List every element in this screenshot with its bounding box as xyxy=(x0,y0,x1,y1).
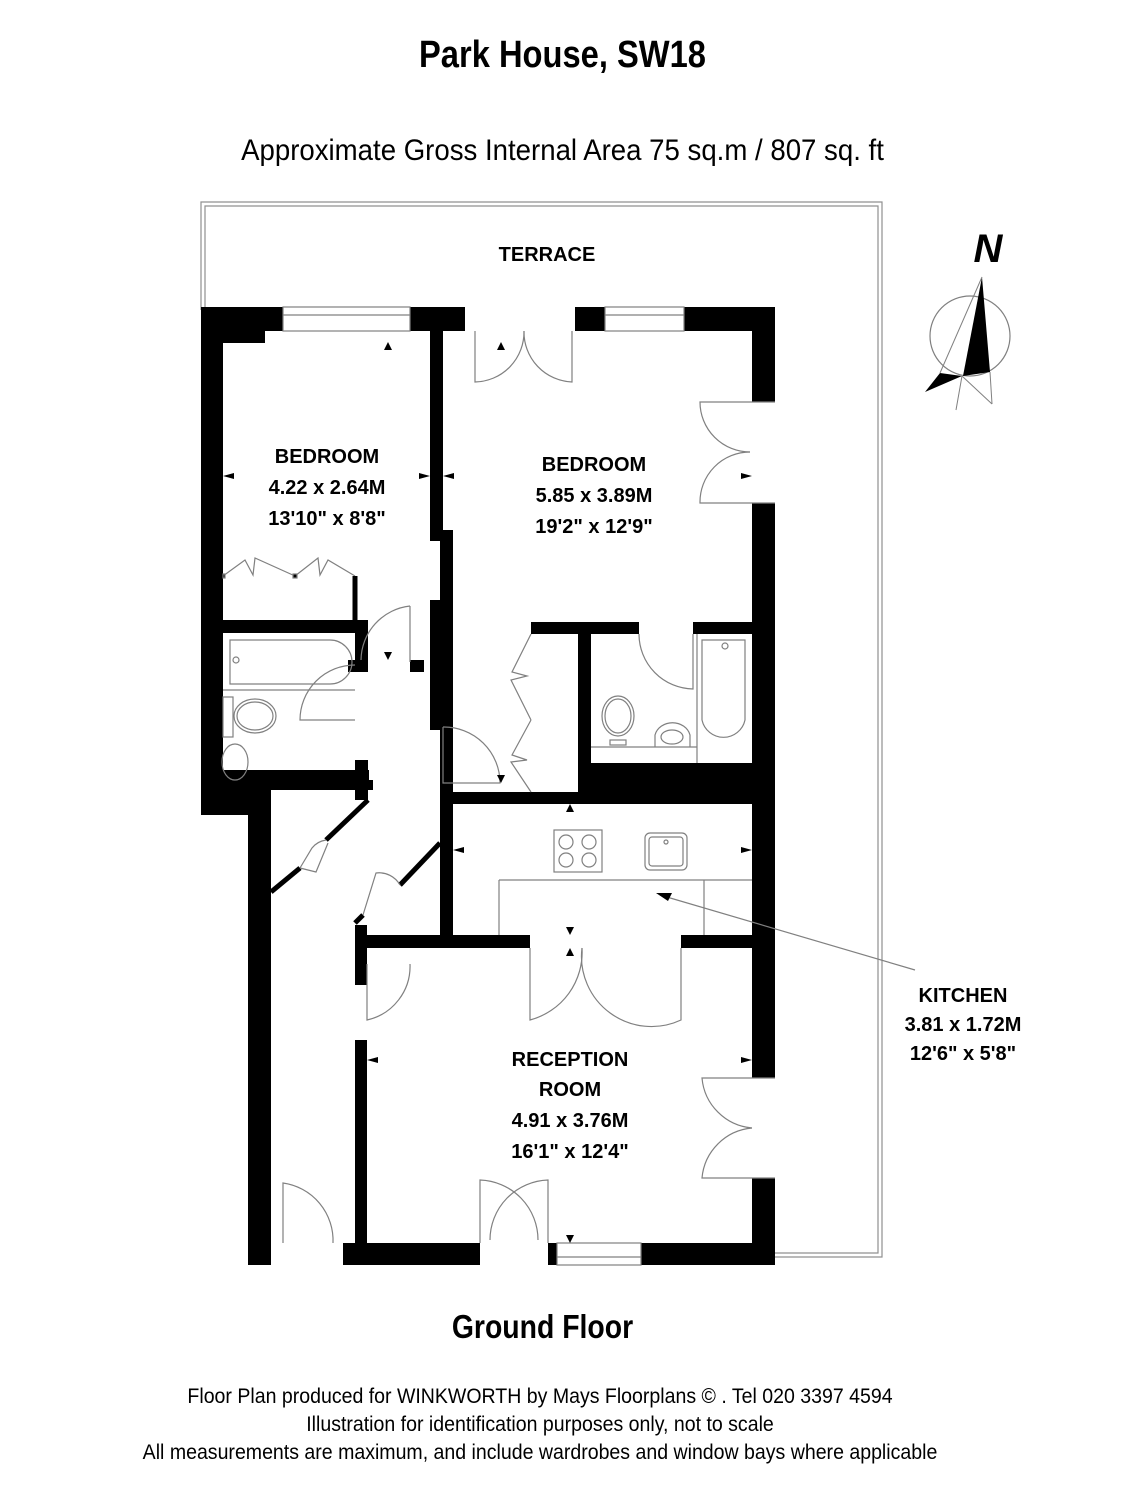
room-labels: TERRACE BEDROOM 4.22 x 2.64M 13'10" x 8'… xyxy=(268,244,1021,1163)
bathtub-2 xyxy=(701,639,746,738)
kitchen-imperial: 12'6" x 5'8" xyxy=(910,1043,1016,1065)
area-subtitle: Approximate Gross Internal Area 75 sq.m … xyxy=(241,134,884,167)
reception-imperial: 16'1" x 12'4" xyxy=(511,1141,628,1163)
floor-label: Ground Floor xyxy=(451,1308,634,1345)
sink-icon xyxy=(644,832,688,871)
kitchen-name: KITCHEN xyxy=(919,985,1008,1007)
kitchen-leader-line xyxy=(656,893,916,971)
doors xyxy=(222,330,775,1244)
svg-text:N: N xyxy=(974,227,1004,271)
bedroom1-name: BEDROOM xyxy=(275,446,379,468)
toilet-1 xyxy=(233,698,277,734)
hob-icon xyxy=(553,829,603,873)
reception-name-line2: ROOM xyxy=(539,1079,601,1101)
footer-credit: Floor Plan produced for WINKWORTH by May… xyxy=(187,1385,893,1408)
bedroom2-name: BEDROOM xyxy=(542,454,646,476)
footer-measurements-note: All measurements are maximum, and includ… xyxy=(142,1441,938,1464)
footer-disclaimer: Illustration for identification purposes… xyxy=(306,1413,774,1436)
windows xyxy=(282,306,685,1266)
basin-2 xyxy=(654,722,691,747)
kitchen-metric: 3.81 x 1.72M xyxy=(905,1014,1022,1036)
bedroom2-imperial: 19'2" x 12'9" xyxy=(535,516,652,538)
walls xyxy=(201,307,775,1265)
bedroom1-imperial: 13'10" x 8'8" xyxy=(268,508,385,530)
reception-metric: 4.91 x 3.76M xyxy=(512,1110,629,1132)
page-title: Park House, SW18 xyxy=(419,34,706,76)
toilet-2 xyxy=(601,695,635,737)
terrace-label: TERRACE xyxy=(499,244,596,266)
bedroom2-metric: 5.85 x 3.89M xyxy=(536,485,653,507)
reception-name-line1: RECEPTION xyxy=(512,1049,629,1071)
north-arrow-icon: N xyxy=(925,227,1011,411)
basin-1 xyxy=(221,743,249,781)
bedroom1-metric: 4.22 x 2.64M xyxy=(269,477,386,499)
measurement-markers xyxy=(223,342,752,1243)
bathtub-1 xyxy=(229,639,353,685)
terrace-outline xyxy=(200,201,883,1258)
